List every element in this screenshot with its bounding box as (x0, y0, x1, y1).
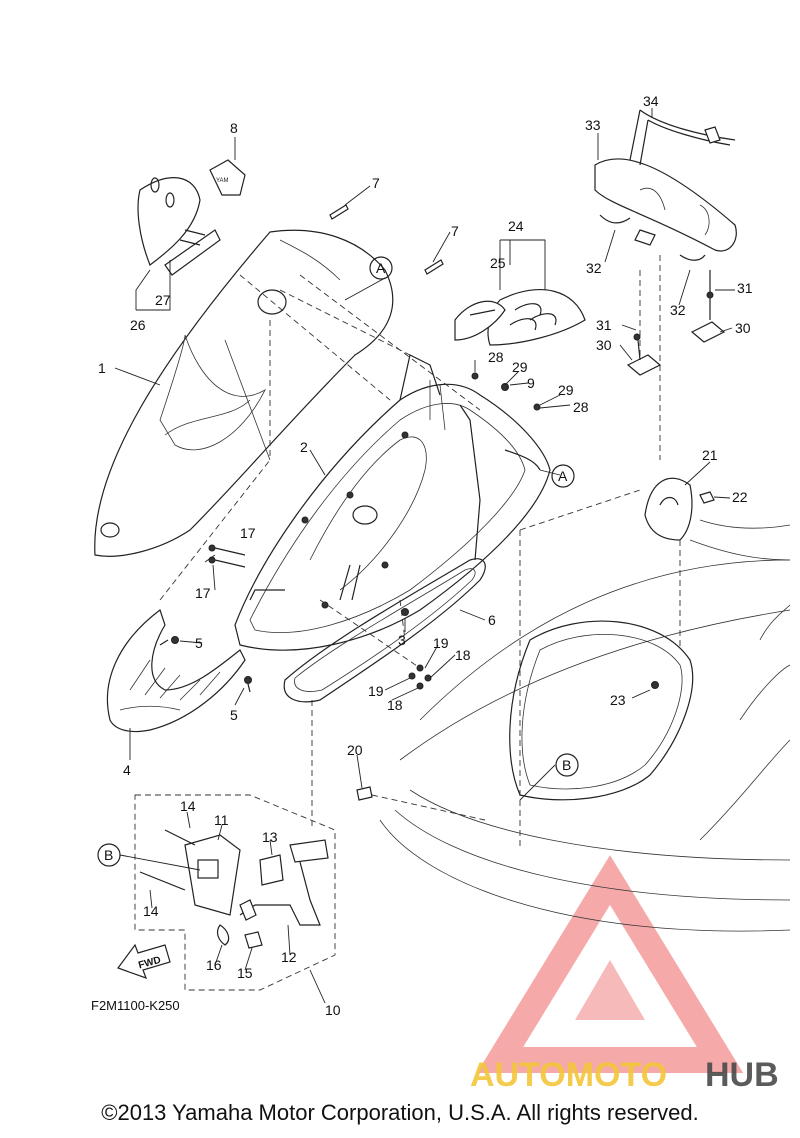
label-28a: 28 (488, 349, 504, 365)
part-30-clip-right (690, 270, 726, 343)
fwd-arrow-icon: FWD (117, 943, 171, 979)
part-30-clip-left (626, 333, 662, 376)
label-10: 10 (325, 1002, 341, 1018)
label-32b: 32 (670, 302, 686, 318)
label-19b: 19 (368, 683, 384, 699)
part-33-pad (594, 158, 737, 261)
diagram-code: F2M1100-K250 (91, 998, 180, 1013)
part-4-bumper (106, 609, 246, 733)
assembly-lines (159, 255, 681, 850)
label-9: 9 (527, 375, 535, 391)
part-8-badge: YAM (209, 159, 246, 196)
label-30a: 30 (596, 337, 612, 353)
ref-a-top: A (376, 260, 386, 276)
part-26-side-cowl (137, 177, 221, 276)
label-4: 4 (123, 762, 131, 778)
label-26: 26 (130, 317, 146, 333)
part-7-strips (329, 204, 444, 275)
ref-a-right: A (558, 468, 568, 484)
label-14a: 14 (180, 798, 196, 814)
fasteners (159, 372, 659, 801)
label-32a: 32 (586, 260, 602, 276)
label-12: 12 (281, 949, 297, 965)
part-2-frame (234, 354, 551, 651)
watermark-text-hub: HUB (705, 1056, 779, 1094)
label-5b: 5 (230, 707, 238, 723)
label-28b: 28 (573, 399, 589, 415)
label-13: 13 (262, 829, 278, 845)
label-25: 25 (490, 255, 506, 271)
label-17a: 17 (240, 525, 256, 541)
label-24: 24 (508, 218, 524, 234)
label-18b: 18 (387, 697, 403, 713)
label-20: 20 (347, 742, 363, 758)
label-34: 34 (643, 93, 659, 109)
label-16: 16 (206, 957, 222, 973)
label-30b: 30 (735, 320, 751, 336)
label-7a: 7 (372, 175, 380, 191)
label-17b: 17 (195, 585, 211, 601)
copyright-notice: ©2013 Yamaha Motor Corporation, U.S.A. A… (101, 1100, 699, 1125)
label-1: 1 (98, 360, 106, 376)
part-1-hood (94, 229, 394, 557)
ref-b-left: B (104, 847, 113, 863)
label-29a: 29 (512, 359, 528, 375)
label-3: 3 (398, 632, 406, 648)
part-24-side-cover (454, 289, 586, 346)
label-8: 8 (230, 120, 238, 136)
label-19a: 19 (433, 635, 449, 651)
part-number-labels: 1 2 3 4 5 5 6 7 7 8 9 10 11 12 13 14 14 … (98, 93, 753, 1018)
part-34-strap (629, 109, 736, 166)
label-31b: 31 (737, 280, 753, 296)
watermark-text-automoto: AUTOMOTO (470, 1056, 667, 1094)
label-21: 21 (702, 447, 718, 463)
label-11: 11 (214, 812, 229, 828)
label-18a: 18 (455, 647, 471, 663)
label-27: 27 (155, 292, 171, 308)
label-2: 2 (300, 439, 308, 455)
label-33: 33 (585, 117, 601, 133)
label-23: 23 (610, 692, 626, 708)
label-29b: 29 (558, 382, 574, 398)
ref-b-right: B (562, 757, 571, 773)
label-15: 15 (237, 965, 253, 981)
part-21-cover (644, 477, 715, 541)
label-6: 6 (488, 612, 496, 628)
part-6-gasket (283, 558, 486, 703)
label-7b: 7 (451, 223, 459, 239)
label-22: 22 (732, 489, 748, 505)
label-5a: 5 (195, 635, 203, 651)
leader-lines (114, 108, 735, 1004)
label-31a: 31 (596, 317, 612, 333)
part-10-latch-assembly (134, 794, 336, 991)
reference-marks: A A B B (97, 256, 579, 867)
hull-outline (379, 519, 791, 932)
svg-text:YAM: YAM (216, 178, 229, 184)
label-14b: 14 (143, 903, 159, 919)
watermark-logo: AUTOMOTO HUB (470, 855, 779, 1094)
